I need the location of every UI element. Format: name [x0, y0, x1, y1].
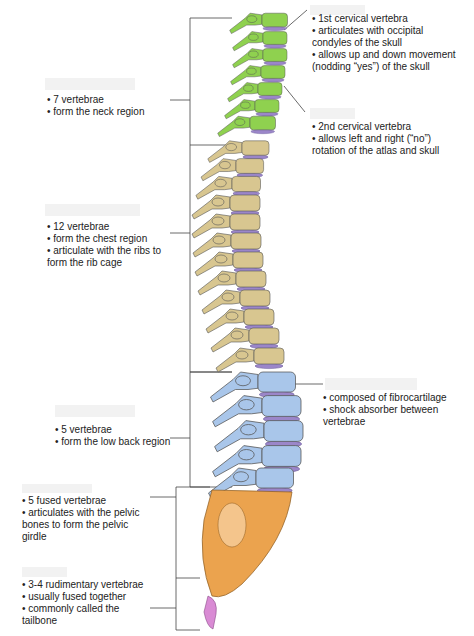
blank-box	[55, 405, 135, 417]
bullet-text: • 5 vertebrae	[55, 424, 175, 436]
bullet-text: • form the chest region	[47, 233, 172, 245]
lumbar-vertebrae	[209, 372, 304, 498]
thoracic-vertebrae	[192, 141, 284, 372]
bullet-text: • usually fused together	[22, 591, 147, 603]
blank-box	[22, 484, 92, 493]
bullet-text: • form the neck region	[47, 106, 172, 118]
bullet-text: • 7 vertebrae	[47, 94, 172, 106]
bullet-text: • articulates with the pelvic bones to f…	[22, 507, 147, 543]
blank-box	[45, 204, 140, 216]
bullet-text: • allows left and right (“no”) rotation …	[312, 133, 462, 157]
bullet-text: • allows up and down movement (nodding “…	[312, 49, 462, 73]
bullet-text: • 12 vertebrae	[47, 221, 172, 233]
blank-box	[325, 378, 417, 390]
bullet-text: • 2nd cervical vertebra	[312, 121, 462, 133]
bullet-text: • 1st cervical vertebra	[312, 13, 462, 25]
bullet-text: • 3-4 rudimentary vertebrae	[22, 579, 147, 591]
bullet-text: • shock absorber between vertebrae	[323, 404, 463, 428]
bullet-text: • articulates with occipital condyles of…	[312, 25, 462, 49]
blank-box	[310, 108, 355, 119]
coccyx-bone	[204, 596, 216, 629]
bullet-text: • commonly called the tailbone	[22, 603, 147, 627]
bullet-text: • composed of fibrocartilage	[323, 392, 463, 404]
blank-box	[22, 567, 67, 577]
bullet-text: • 5 fused vertebrae	[22, 495, 147, 507]
sacrum-bone	[218, 503, 246, 547]
sacrum-bone	[202, 490, 292, 597]
bullet-text: • articulate with the ribs to form the r…	[47, 245, 172, 269]
blank-box	[45, 78, 135, 90]
cervical-vertebrae	[218, 13, 288, 136]
bullet-text: • form the low back region	[55, 436, 175, 448]
leader-line	[150, 10, 323, 608]
